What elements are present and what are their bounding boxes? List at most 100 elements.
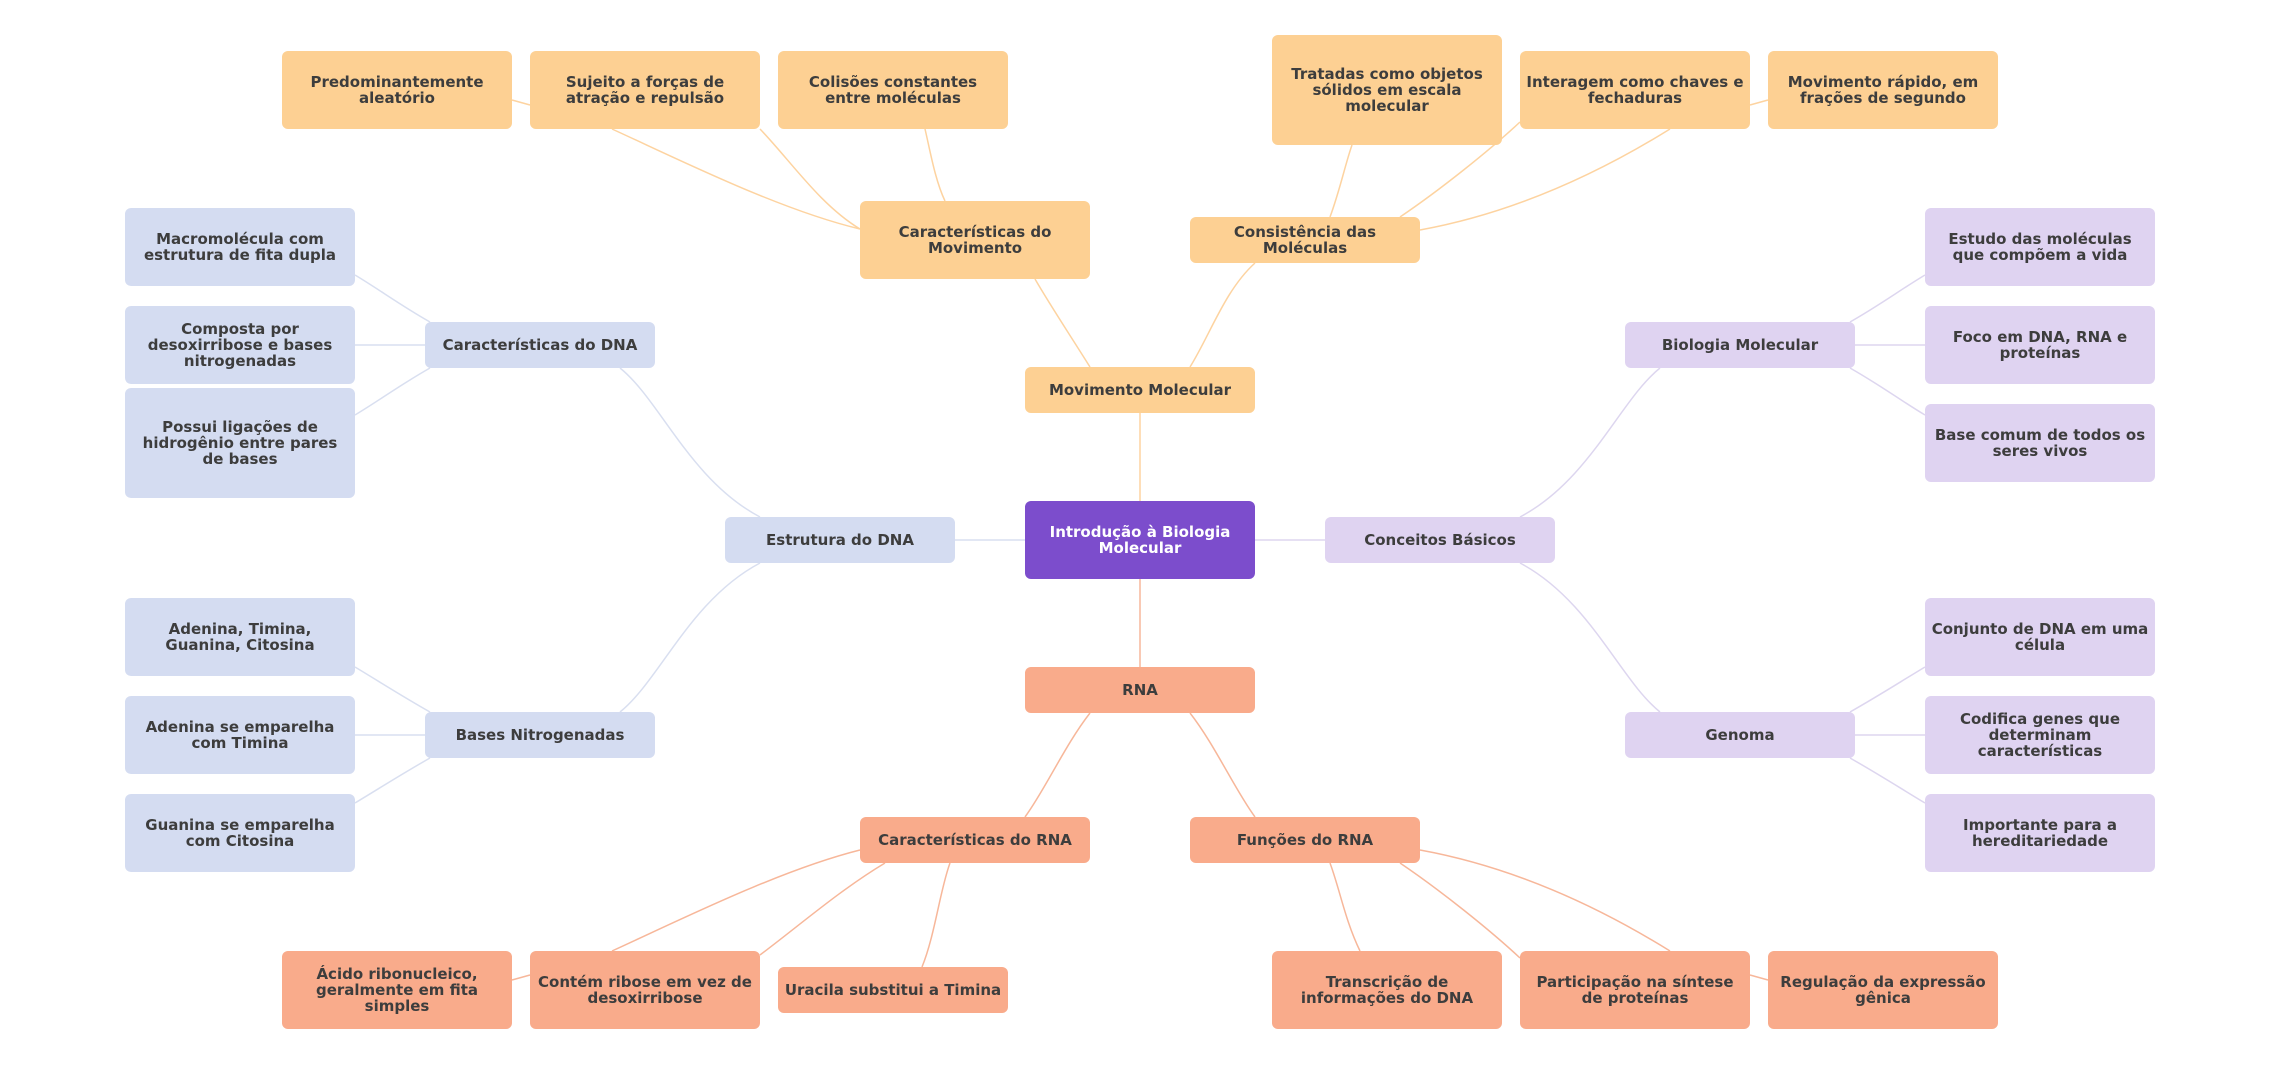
node-conceitos-label: Conceitos Básicos: [1364, 531, 1516, 549]
link-fun-c2-c3: [1749, 974, 1769, 981]
node-bas-c1-label: Adenina, Timina, Guanina, Citosina: [165, 620, 315, 654]
link-cardna-c1: [354, 274, 431, 323]
node-rna-c1-label: Ácido ribonucleico, geralmente em fita s…: [315, 965, 479, 1015]
node-rna-c3[interactable]: Uracila substitui a Timina: [778, 967, 1008, 1013]
node-movimento[interactable]: Movimento Molecular: [1025, 367, 1255, 413]
node-mov-c3-label: Colisões constantes entre moléculas: [808, 73, 978, 107]
link-carrna-c3: [921, 862, 951, 968]
node-rna-c2[interactable]: Contém ribose em vez de desoxirribose: [530, 951, 760, 1029]
node-root[interactable]: Introdução à Biologia Molecular: [1025, 501, 1255, 579]
link-movimento-consist: [1189, 262, 1256, 368]
node-bio-c2-label: Foco em DNA, RNA e proteínas: [1952, 328, 2128, 362]
link-carmov-c3b: [924, 128, 946, 202]
node-biologia-label: Biologia Molecular: [1661, 336, 1819, 354]
link-biologia-c1: [1849, 274, 1926, 323]
link-rna-carrna: [1024, 712, 1091, 818]
node-cons-c3-label: Movimento rápido, em frações de segundo: [1787, 73, 1979, 107]
node-mov-c2-label: Sujeito a forças de atração e repulsão: [565, 73, 725, 107]
node-bas-c2-label: Adenina se emparelha com Timina: [145, 718, 335, 752]
node-movimento-label: Movimento Molecular: [1048, 381, 1232, 399]
node-genoma-label: Genoma: [1705, 726, 1775, 744]
link-conceitos-genoma: [1519, 562, 1661, 713]
node-mov-c2[interactable]: Sujeito a forças de atração e repulsão: [530, 51, 760, 129]
link-carrna-c2b: [759, 862, 886, 956]
node-cons-c2[interactable]: Interagem como chaves e fechaduras: [1520, 51, 1750, 129]
node-fun-c2-label: Participação na síntese de proteínas: [1536, 973, 1734, 1007]
node-gen-c2[interactable]: Codifica genes que determinam caracterís…: [1925, 696, 2155, 774]
node-bio-c2[interactable]: Foco em DNA, RNA e proteínas: [1925, 306, 2155, 384]
node-rna-c3-label: Uracila substitui a Timina: [784, 981, 1002, 999]
link-rna-c1-c2: [511, 974, 531, 981]
node-dna-c3[interactable]: Possui ligações de hidrogênio entre pare…: [125, 388, 355, 498]
node-gen-c3[interactable]: Importante para a hereditariedade: [1925, 794, 2155, 872]
link-cons-c2-c3: [1749, 99, 1769, 106]
link-carmov-c3: [759, 128, 861, 230]
node-cons-c3[interactable]: Movimento rápido, em frações de segundo: [1768, 51, 1998, 129]
node-bases[interactable]: Bases Nitrogenadas: [425, 712, 655, 758]
link-funcrna-c2: [1399, 862, 1521, 959]
node-cons-c1[interactable]: Tratadas como objetos sólidos em escala …: [1272, 35, 1502, 145]
node-dna-c2-label: Composta por desoxirribose e bases nitro…: [147, 320, 333, 370]
link-movimento-carmov: [1034, 278, 1091, 368]
node-conceitos[interactable]: Conceitos Básicos: [1325, 517, 1555, 563]
node-mov-c1[interactable]: Predominantemente aleatório: [282, 51, 512, 129]
node-cons-c1-label: Tratadas como objetos sólidos em escala …: [1291, 65, 1483, 115]
node-fun-c3-label: Regulação da expressão gênica: [1780, 973, 1986, 1007]
node-estrutura[interactable]: Estrutura do DNA: [725, 517, 955, 563]
node-bas-c3-label: Guanina se emparelha com Citosina: [145, 816, 335, 850]
node-bas-c2[interactable]: Adenina se emparelha com Timina: [125, 696, 355, 774]
node-func-rna-label: Funções do RNA: [1236, 831, 1374, 849]
node-dna-c2[interactable]: Composta por desoxirribose e bases nitro…: [125, 306, 355, 384]
node-bas-c1[interactable]: Adenina, Timina, Guanina, Citosina: [125, 598, 355, 676]
node-bio-c3[interactable]: Base comum de todos os seres vivos: [1925, 404, 2155, 482]
link-funcrna-c1: [1329, 862, 1361, 952]
node-car-rna[interactable]: Características do RNA: [860, 817, 1090, 863]
node-mov-c1-label: Predominantemente aleatório: [310, 73, 484, 107]
node-rna[interactable]: RNA: [1025, 667, 1255, 713]
link-genoma-c1: [1849, 666, 1926, 713]
node-func-rna[interactable]: Funções do RNA: [1190, 817, 1420, 863]
node-rna-label: RNA: [1122, 681, 1158, 699]
node-cons-c2-label: Interagem como chaves e fechaduras: [1526, 73, 1744, 107]
node-rna-c1[interactable]: Ácido ribonucleico, geralmente em fita s…: [282, 951, 512, 1029]
node-genoma[interactable]: Genoma: [1625, 712, 1855, 758]
node-bio-c1[interactable]: Estudo das moléculas que compõem a vida: [1925, 208, 2155, 286]
link-consist-c1: [1329, 144, 1353, 218]
link-c1-c2: [511, 99, 531, 106]
link-cardna-c3: [354, 367, 431, 416]
node-bio-c1-label: Estudo das moléculas que compõem a vida: [1948, 230, 2132, 264]
node-estrutura-label: Estrutura do DNA: [766, 531, 914, 549]
node-fun-c2[interactable]: Participação na síntese de proteínas: [1520, 951, 1750, 1029]
node-gen-c1[interactable]: Conjunto de DNA em uma célula: [1925, 598, 2155, 676]
node-fun-c3[interactable]: Regulação da expressão gênica: [1768, 951, 1998, 1029]
link-carrna-c2: [611, 849, 861, 952]
node-mov-c3[interactable]: Colisões constantes entre moléculas: [778, 51, 1008, 129]
node-car-mov[interactable]: Características do Movimento: [860, 201, 1090, 279]
node-consist[interactable]: Consistência das Moléculas: [1190, 217, 1420, 263]
node-biologia[interactable]: Biologia Molecular: [1625, 322, 1855, 368]
node-car-dna[interactable]: Características do DNA: [425, 322, 655, 368]
node-rna-c2-label: Contém ribose em vez de desoxirribose: [538, 973, 752, 1007]
node-car-mov-label: Características do Movimento: [898, 223, 1052, 257]
node-fun-c1-label: Transcrição de informações do DNA: [1300, 973, 1474, 1007]
node-car-dna-label: Características do DNA: [442, 336, 638, 354]
link-funcrna-c3: [1419, 849, 1671, 952]
node-gen-c3-label: Importante para a hereditariedade: [1963, 816, 2117, 850]
node-gen-c2-label: Codifica genes que determinam caracterís…: [1959, 710, 2121, 760]
link-estrutura-bases: [619, 562, 761, 713]
node-fun-c1[interactable]: Transcrição de informações do DNA: [1272, 951, 1502, 1029]
node-dna-c1[interactable]: Macromolécula com estrutura de fita dupl…: [125, 208, 355, 286]
node-dna-c1-label: Macromolécula com estrutura de fita dupl…: [143, 230, 337, 264]
link-bases-c3: [354, 757, 431, 804]
node-bases-label: Bases Nitrogenadas: [455, 726, 625, 744]
link-consist-c2: [1399, 121, 1521, 218]
link-consist-c3: [1419, 128, 1671, 231]
node-bas-c3[interactable]: Guanina se emparelha com Citosina: [125, 794, 355, 872]
link-genoma-c3: [1849, 757, 1926, 804]
node-car-rna-label: Características do RNA: [878, 831, 1072, 849]
node-dna-c3-label: Possui ligações de hidrogênio entre pare…: [142, 418, 338, 468]
link-carmov-c2: [611, 128, 861, 230]
link-rna-funcrna: [1189, 712, 1256, 818]
